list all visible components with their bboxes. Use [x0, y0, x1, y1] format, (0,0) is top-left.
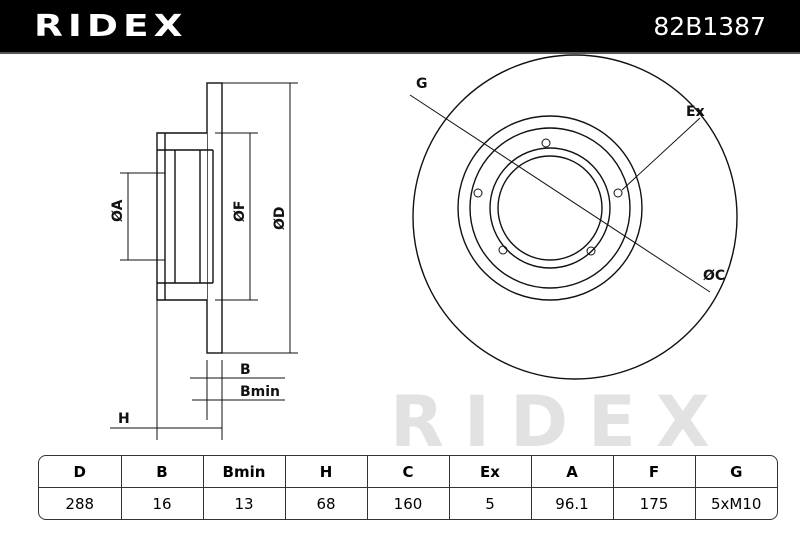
- value-f: 175: [612, 487, 696, 519]
- part-number: 82B1387: [653, 12, 766, 41]
- value-b: 16: [120, 487, 204, 519]
- bolt-holes: [473, 138, 623, 256]
- label-bmin: Bmin: [240, 384, 280, 400]
- side-view: [156, 82, 223, 354]
- table-value-row: 288 16 13 68 160 5 96.1 175 5xM10: [39, 487, 777, 519]
- label-diameter-c: ØC: [703, 268, 725, 284]
- value-g: 5xM10: [694, 487, 777, 519]
- header-g: G: [694, 456, 777, 488]
- value-h: 68: [284, 487, 368, 519]
- header-bar: RIDEX 82B1387: [0, 0, 800, 54]
- label-diameter-f: ØF: [232, 201, 248, 222]
- brand-logo-text: RIDEX: [34, 9, 188, 44]
- header-d: D: [39, 456, 122, 488]
- value-ex: 5: [448, 487, 532, 519]
- header-h: H: [284, 456, 368, 488]
- dimension-lines: [110, 82, 298, 440]
- value-d: 288: [39, 487, 122, 519]
- label-b: B: [240, 362, 251, 378]
- header-f: F: [612, 456, 696, 488]
- value-a: 96.1: [530, 487, 614, 519]
- front-view: [409, 54, 738, 380]
- brand-logo: RIDEX: [34, 9, 187, 44]
- header-ex: Ex: [448, 456, 532, 488]
- spec-table: D B Bmin H C Ex A F G 288 16 13 68 160 5…: [38, 455, 778, 520]
- header-c: C: [366, 456, 450, 488]
- watermark: RIDEX: [390, 381, 730, 454]
- header-bmin: Bmin: [202, 456, 286, 488]
- header-b: B: [120, 456, 204, 488]
- label-diameter-d: ØD: [272, 206, 288, 230]
- value-c: 160: [366, 487, 450, 519]
- label-diameter-a: ØA: [110, 199, 126, 222]
- header-a: A: [530, 456, 614, 488]
- table-header-row: D B Bmin H C Ex A F G: [39, 456, 777, 488]
- label-ex: Ex: [686, 104, 705, 120]
- label-h: H: [118, 411, 130, 427]
- label-g: G: [416, 76, 428, 92]
- brake-disc-drawing: ØA ØF ØD B Bmin H G Ex ØC RIDEX: [110, 54, 738, 454]
- value-bmin: 13: [202, 487, 286, 519]
